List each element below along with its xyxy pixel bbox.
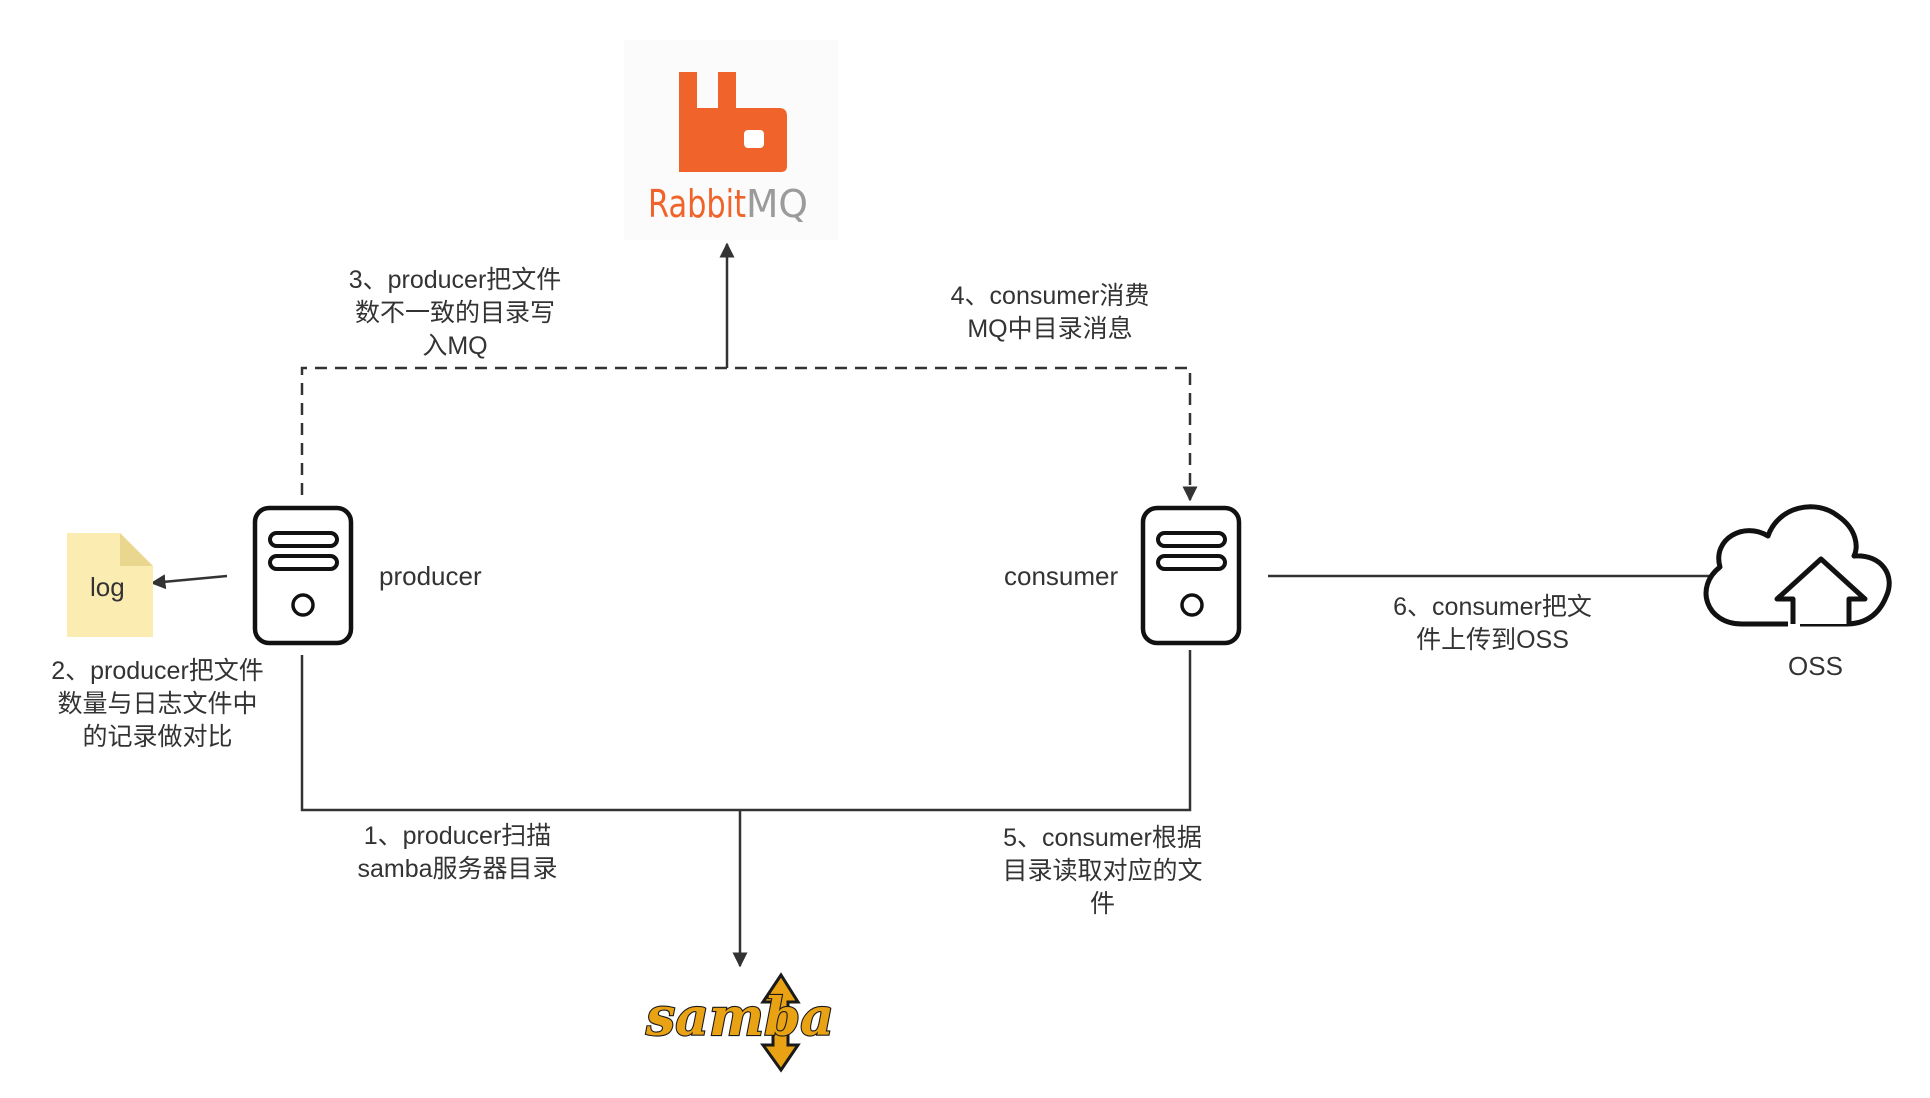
samba-logo: samba xyxy=(644,972,835,1073)
rabbitmq-logo: Rabbit MQ xyxy=(624,40,838,240)
step-6-label: 6、consumer把文 件上传到OSS xyxy=(1365,591,1620,657)
oss-label: OSS xyxy=(1788,651,1843,681)
step-2-line-1: 2、producer把文件 xyxy=(51,657,264,685)
step-2-line-2: 数量与日志文件中 xyxy=(57,690,258,718)
step-5-label: 5、consumer根据 目录读取对应的文 件 xyxy=(975,822,1230,921)
step-6-line-2: 件上传到OSS xyxy=(1416,626,1569,654)
producer-server-icon xyxy=(252,505,354,646)
svg-text:MQ: MQ xyxy=(746,182,808,226)
svg-text:Rabbit: Rabbit xyxy=(648,182,746,226)
step-2-line-3: 的记录做对比 xyxy=(82,723,233,751)
log-label: log xyxy=(90,572,125,602)
step-3-line-2: 数不一致的目录写 xyxy=(354,299,555,327)
consumer-server-icon xyxy=(1140,505,1242,646)
log-file-icon xyxy=(67,533,153,637)
step-1-line-2: samba服务器目录 xyxy=(357,855,558,883)
connector-producer-to-mq xyxy=(300,366,1198,502)
producer-label: producer xyxy=(379,561,482,591)
step-4-label: 4、consumer消费 MQ中目录消息 xyxy=(920,280,1180,346)
consumer-label: consumer xyxy=(1004,561,1119,591)
step-5-line-3: 件 xyxy=(1089,890,1115,918)
step-4-line-1: 4、consumer消费 xyxy=(950,282,1150,310)
svg-text:samba: samba xyxy=(645,987,834,1048)
step-1-line-1: 1、producer扫描 xyxy=(363,822,552,850)
step-4-line-2: MQ中目录消息 xyxy=(967,315,1133,343)
step-5-line-1: 5、consumer根据 xyxy=(1003,824,1202,852)
step-3-line-3: 入MQ xyxy=(422,332,488,360)
oss-cloud-upload-icon xyxy=(1703,504,1892,627)
step-2-label: 2、producer把文件 数量与日志文件中 的记录做对比 xyxy=(30,655,285,754)
step-1-label: 1、producer扫描 samba服务器目录 xyxy=(330,820,585,886)
step-5-line-2: 目录读取对应的文 xyxy=(1002,857,1203,885)
connector-producer-consumer-samba xyxy=(300,650,1192,812)
step-6-line-1: 6、consumer把文 xyxy=(1393,593,1592,621)
arrow-to-log xyxy=(150,574,228,590)
step-3-label: 3、producer把文件 数不一致的目录写 入MQ xyxy=(325,264,585,363)
step-3-line-1: 3、producer把文件 xyxy=(348,266,562,294)
